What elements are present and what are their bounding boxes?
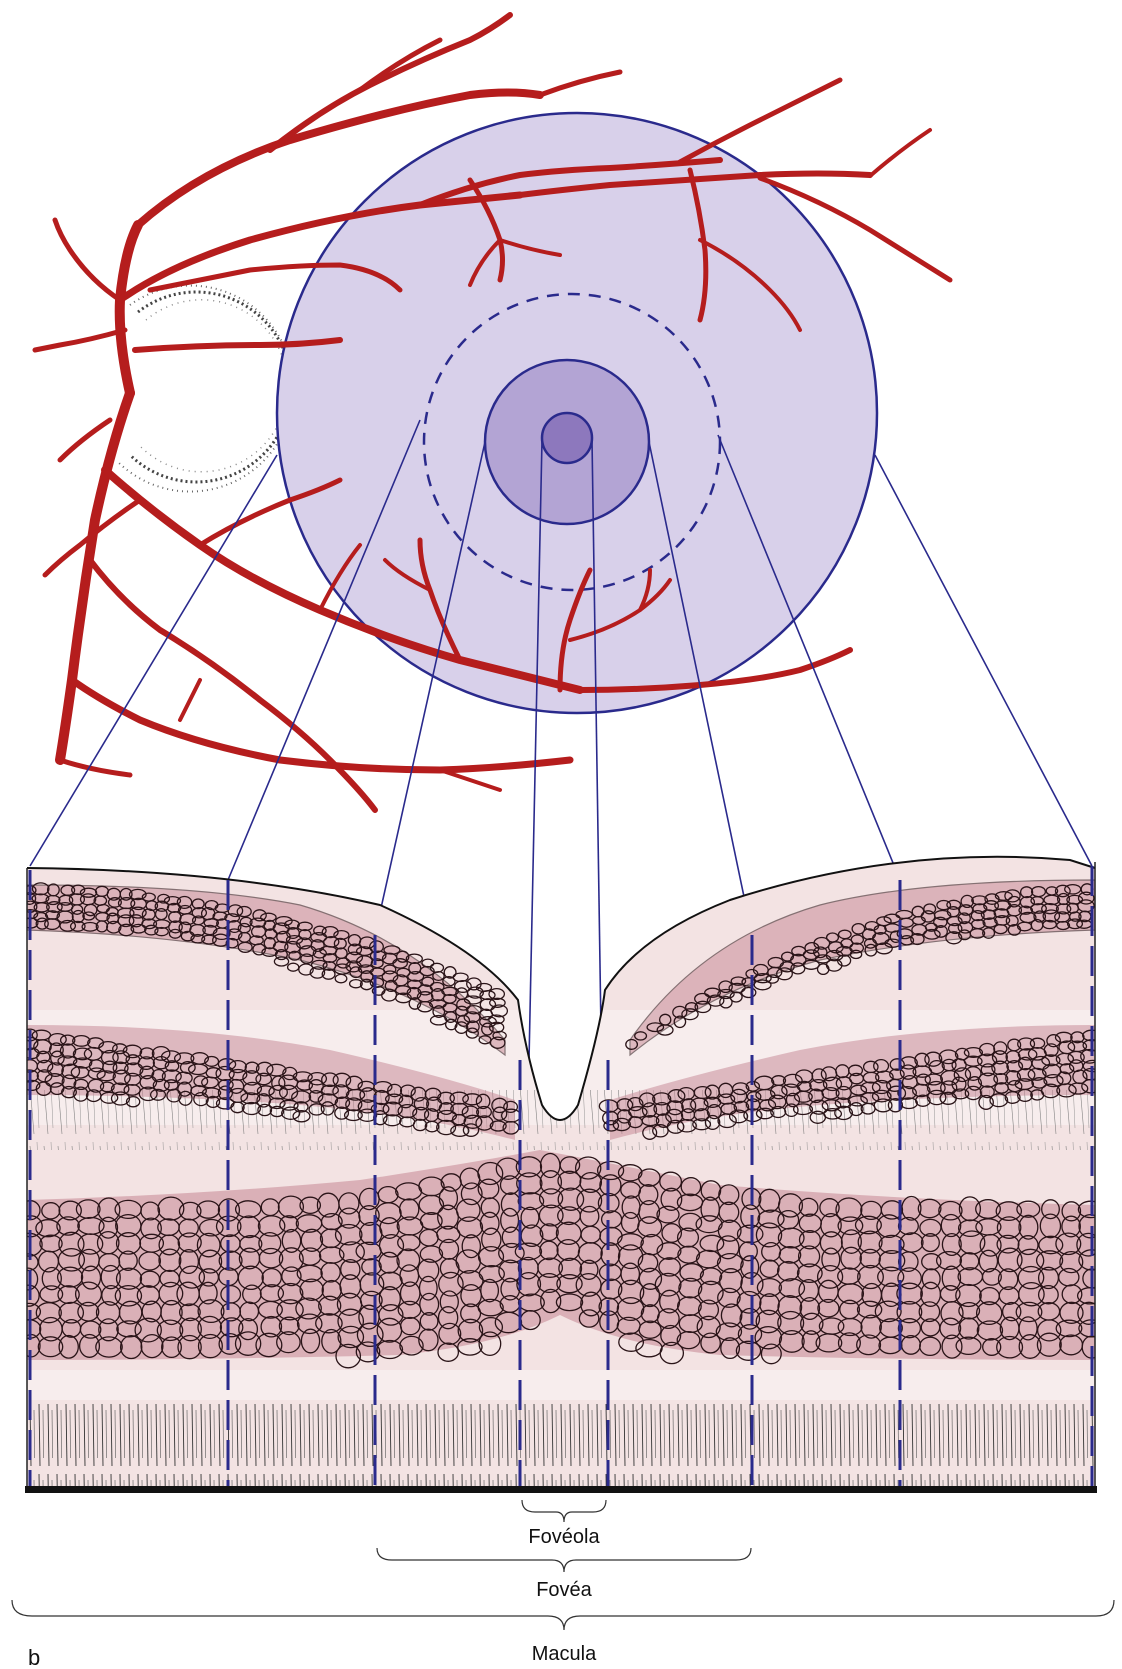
macula-brace <box>12 1600 1114 1630</box>
retinal-pigment-base <box>25 1486 1097 1493</box>
foveola-label: Fovéola <box>528 1526 600 1548</box>
fovea-brace <box>377 1548 751 1572</box>
foveola-circle <box>542 413 592 463</box>
retina-cross-section <box>17 840 1105 1493</box>
foveola-brace <box>522 1500 606 1522</box>
macula-label: Macula <box>532 1643 597 1665</box>
optic-disc <box>118 286 293 492</box>
zone-braces <box>12 1500 1114 1630</box>
panel-letter: b <box>28 1645 40 1669</box>
fundus-view <box>35 15 950 810</box>
fovea-label: Fovéa <box>536 1579 592 1601</box>
